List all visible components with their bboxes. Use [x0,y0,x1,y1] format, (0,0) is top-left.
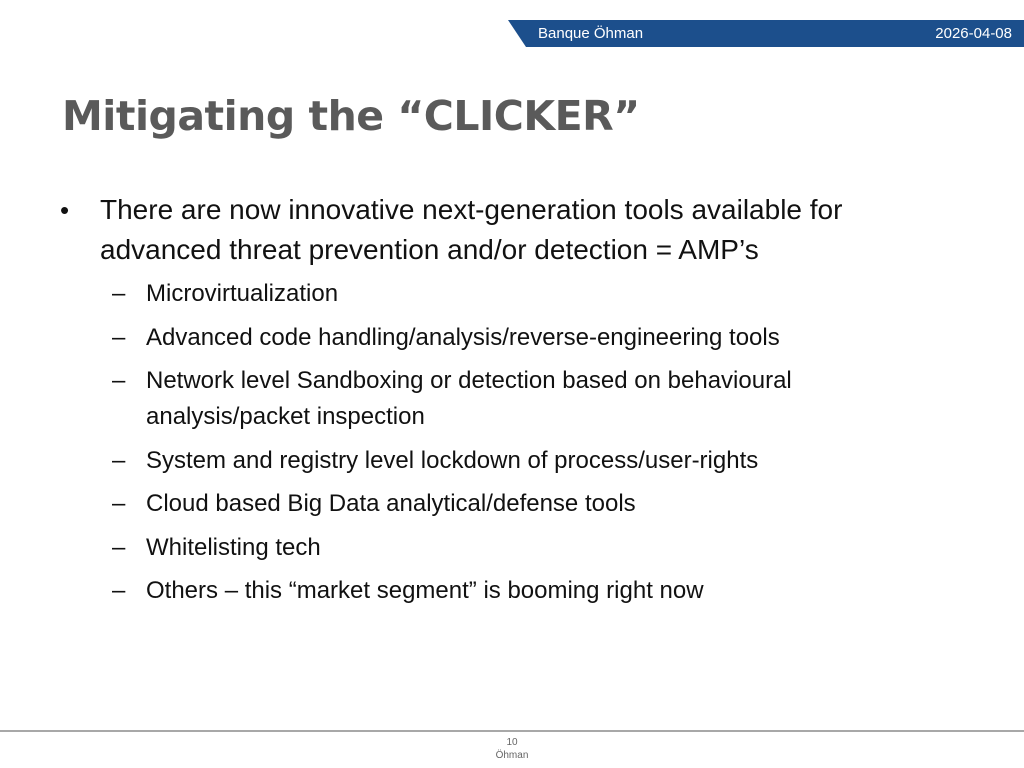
sub-bullet-item: – Advanced code handling/analysis/revers… [112,320,960,356]
sub-bullet-text: Others – this “market segment” is boomin… [146,577,704,604]
sub-bullet-text: Microvirtualization [146,280,339,307]
dash-marker-icon: – [112,323,126,351]
sub-bullet-text: Advanced code handling/analysis/reverse-… [146,323,780,351]
sub-bullet-text: Whitelisting tech [146,533,321,561]
sub-bullet-item: – System and registry level lockdown of … [112,443,960,479]
sub-bullet-list: – Microvirtualization – Advanced code ha… [60,276,960,609]
sub-bullet-item: – Network level Sandboxing or detection … [112,363,960,435]
sub-bullet-text: System and registry level lockdown of pr… [146,446,759,474]
header-company-name: Banque Öhman [538,25,644,42]
slide-content: • There are now innovative next-generati… [60,190,960,617]
bullet-marker-icon: • [60,195,70,225]
sub-bullet-item: – Microvirtualization [112,276,960,312]
dash-marker-icon: – [112,280,126,307]
footer-divider [0,730,1024,732]
dash-marker-icon: – [112,446,126,474]
dash-marker-icon: – [112,367,126,394]
sub-bullet-text: Network level Sandboxing or detection ba… [146,367,792,430]
slide-title: Mitigating the “CLICKER” [62,92,640,140]
page-number: 10 [506,737,518,748]
dash-marker-icon: – [112,577,126,604]
main-bullet: • There are now innovative next-generati… [60,190,960,270]
header-band [508,20,1024,47]
dash-marker-icon: – [112,490,126,517]
header-date: 2026-04-08 [935,25,1012,42]
sub-bullet-item: – Cloud based Big Data analytical/defens… [112,486,960,522]
dash-marker-icon: – [112,533,126,561]
main-bullet-text: There are now innovative next-generation… [100,194,843,265]
sub-bullet-text: Cloud based Big Data analytical/defense … [146,490,636,517]
sub-bullet-item: – Others – this “market segment” is boom… [112,573,960,609]
sub-bullet-item: – Whitelisting tech [112,530,960,566]
footer-author: Öhman [495,750,529,761]
